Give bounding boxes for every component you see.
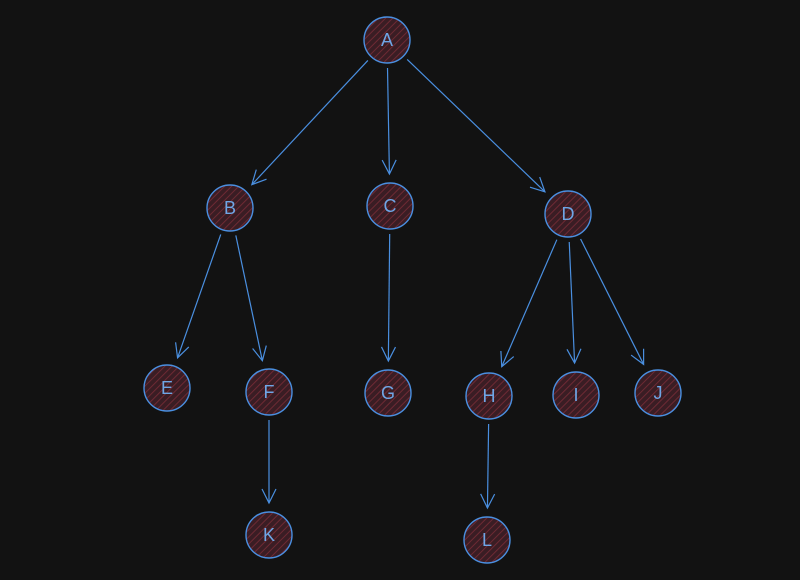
node-label: D bbox=[562, 204, 575, 224]
node-j[interactable]: J bbox=[634, 369, 682, 417]
node-e[interactable]: E bbox=[143, 364, 191, 412]
node-label: G bbox=[381, 383, 395, 403]
node-circle bbox=[363, 16, 411, 64]
node-f[interactable]: F bbox=[245, 368, 293, 416]
node-circle bbox=[143, 364, 191, 412]
node-label: C bbox=[384, 196, 397, 216]
edge-line bbox=[386, 67, 391, 175]
edge-line bbox=[387, 233, 391, 362]
node-label: J bbox=[654, 383, 663, 403]
node-circle bbox=[206, 184, 254, 232]
node-label: H bbox=[483, 386, 496, 406]
edge-line bbox=[501, 239, 558, 367]
edge-c-g bbox=[380, 233, 397, 363]
node-a[interactable]: A bbox=[363, 16, 411, 64]
node-circle bbox=[552, 371, 600, 419]
node-circle bbox=[634, 369, 682, 417]
node-label: F bbox=[264, 382, 275, 402]
node-label: B bbox=[224, 198, 236, 218]
edge-line bbox=[177, 234, 222, 358]
edge-line bbox=[235, 235, 263, 361]
edge-a-b bbox=[250, 60, 369, 186]
node-label: A bbox=[381, 30, 393, 50]
node-d[interactable]: D bbox=[544, 190, 592, 238]
edge-line bbox=[486, 423, 490, 509]
node-circle bbox=[245, 511, 293, 559]
nodes-layer: A B C D E F G H I J K L bbox=[143, 16, 682, 564]
edge-line bbox=[406, 58, 546, 193]
node-h[interactable]: H bbox=[465, 372, 513, 420]
node-i[interactable]: I bbox=[552, 371, 600, 419]
node-circle bbox=[364, 369, 412, 417]
arrowhead-icon bbox=[500, 350, 515, 368]
edge-f-k bbox=[261, 420, 277, 505]
node-label: E bbox=[161, 378, 173, 398]
edge-line bbox=[251, 60, 369, 186]
edge-b-e bbox=[174, 234, 222, 360]
arrowhead-icon bbox=[566, 348, 582, 365]
arrowhead-icon bbox=[381, 159, 397, 176]
edge-a-d bbox=[406, 58, 546, 193]
edges-layer bbox=[174, 58, 645, 510]
node-b[interactable]: B bbox=[206, 184, 254, 232]
node-circle bbox=[463, 516, 511, 564]
node-label: I bbox=[573, 385, 578, 405]
arrowhead-icon bbox=[174, 342, 190, 360]
node-g[interactable]: G bbox=[364, 369, 412, 417]
arrowhead-icon bbox=[250, 169, 267, 186]
edge-d-h bbox=[500, 239, 558, 368]
edge-line bbox=[568, 241, 576, 364]
node-label: L bbox=[482, 530, 492, 550]
node-circle bbox=[366, 182, 414, 230]
arrowhead-icon bbox=[380, 346, 397, 363]
node-l[interactable]: L bbox=[463, 516, 511, 564]
edge-d-j bbox=[580, 238, 645, 366]
node-label: K bbox=[263, 525, 275, 545]
arrowhead-icon bbox=[480, 493, 496, 510]
edge-b-f bbox=[235, 235, 267, 363]
node-c[interactable]: C bbox=[366, 182, 414, 230]
node-circle bbox=[245, 368, 293, 416]
arrowhead-icon bbox=[261, 488, 277, 505]
edge-h-l bbox=[480, 423, 496, 510]
arrowhead-icon bbox=[630, 348, 645, 366]
edge-line bbox=[580, 238, 645, 365]
node-circle bbox=[465, 372, 513, 420]
arrowhead-icon bbox=[529, 176, 546, 193]
edge-d-i bbox=[566, 241, 582, 365]
arrowhead-icon bbox=[252, 345, 267, 363]
node-circle bbox=[544, 190, 592, 238]
edge-a-c bbox=[381, 67, 397, 176]
node-k[interactable]: K bbox=[245, 511, 293, 559]
